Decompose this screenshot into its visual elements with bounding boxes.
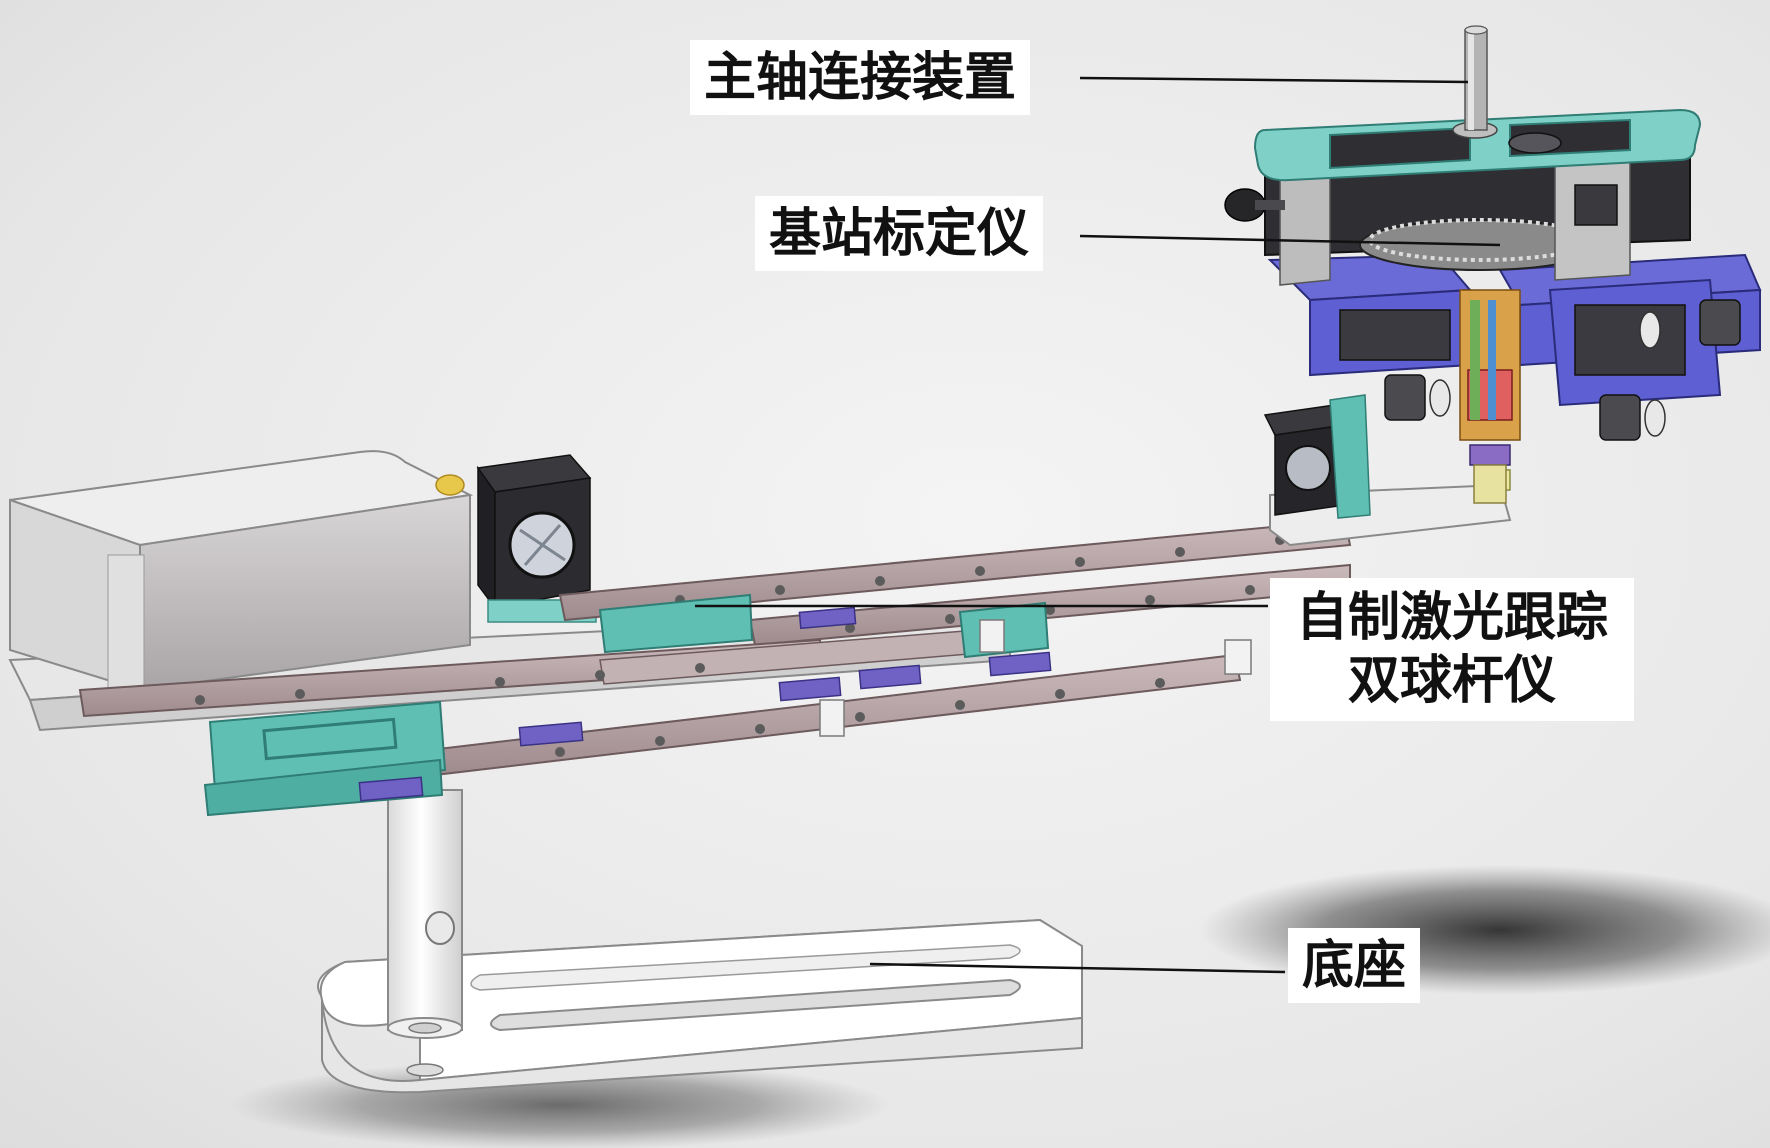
- label-base: 底座: [1288, 928, 1421, 1004]
- label-spindle-connector-text: 主轴连接装置: [704, 47, 1017, 108]
- end-tabs: [819, 619, 1252, 737]
- label-base-text: 底座: [1302, 935, 1407, 996]
- label-base-station-calibrator-text: 基站标定仪: [769, 203, 1030, 264]
- label-base-station-calibrator: 基站标定仪: [755, 196, 1044, 272]
- label-laser-tracking-ballbar: 自制激光跟踪 双球杆仪: [1270, 578, 1635, 721]
- leader-calibrator: [1079, 234, 1501, 247]
- label-ballbar-line2: 双球杆仪: [1348, 650, 1557, 712]
- support-column: [387, 789, 463, 1039]
- purple-sliders: [358, 606, 1052, 802]
- leader-base: [869, 962, 1286, 974]
- leader-spindle: [1079, 76, 1469, 84]
- base-plate: [317, 918, 1084, 1094]
- label-ballbar-line1: 自制激光跟踪: [1296, 587, 1609, 648]
- laser-housing: [9, 450, 474, 696]
- optics-cube-left: [476, 454, 597, 623]
- optics-cube-right: [1263, 394, 1512, 547]
- teal-brackets: [203, 593, 1050, 817]
- label-spindle-connector: 主轴连接装置: [690, 40, 1031, 116]
- base-station-calibrator: [1224, 25, 1762, 504]
- leader-lines: [695, 76, 1501, 974]
- ballbar-rails: [78, 518, 1352, 777]
